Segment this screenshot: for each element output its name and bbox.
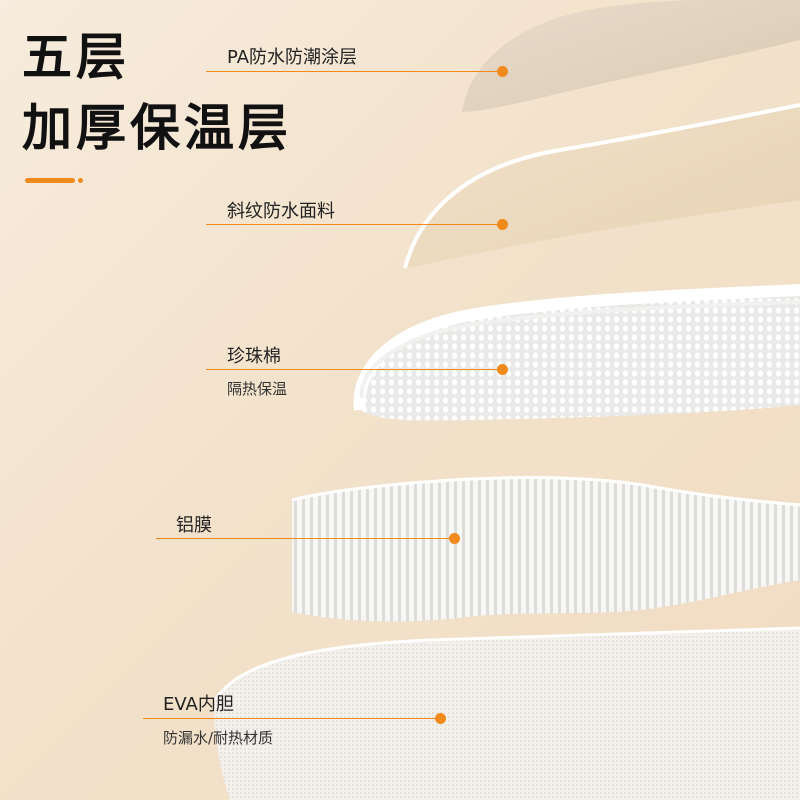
layer-1-label: PA防水防潮涂层: [227, 47, 358, 68]
pa-coating-layer: [462, 0, 800, 112]
eva-liner-layer: [214, 628, 800, 800]
layer-2-marker-dot: [497, 219, 508, 230]
layer-4-leader-line: [156, 538, 454, 539]
layer-3-marker-dot: [497, 364, 508, 375]
layer-4-label: 铝膜: [176, 515, 212, 536]
title-accent-dot: [78, 178, 83, 183]
layer-1-marker-dot: [497, 66, 508, 77]
layer-2-label: 斜纹防水面料: [227, 201, 335, 222]
layer-2-leader-line: [206, 224, 502, 225]
layer-5-leader-line: [143, 718, 440, 719]
layer-5-label: EVA内胆: [163, 694, 234, 715]
layer-5-description: 防漏水/耐热材质: [163, 729, 274, 747]
layer-1-leader-line: [206, 71, 502, 72]
layer-3-label: 珍珠棉: [227, 346, 281, 367]
pearl-cotton-layer: [359, 290, 800, 421]
headline-line-2: 加厚保温层: [22, 99, 292, 157]
headline-line-1: 五层: [22, 28, 130, 86]
title-accent-bar: [25, 178, 75, 183]
layer-3-description: 隔热保温: [227, 380, 288, 398]
layer-5-marker-dot: [435, 713, 446, 724]
layer-3-leader-line: [206, 369, 502, 370]
layer-4-marker-dot: [449, 533, 460, 544]
aluminum-film-layer: [292, 477, 800, 622]
